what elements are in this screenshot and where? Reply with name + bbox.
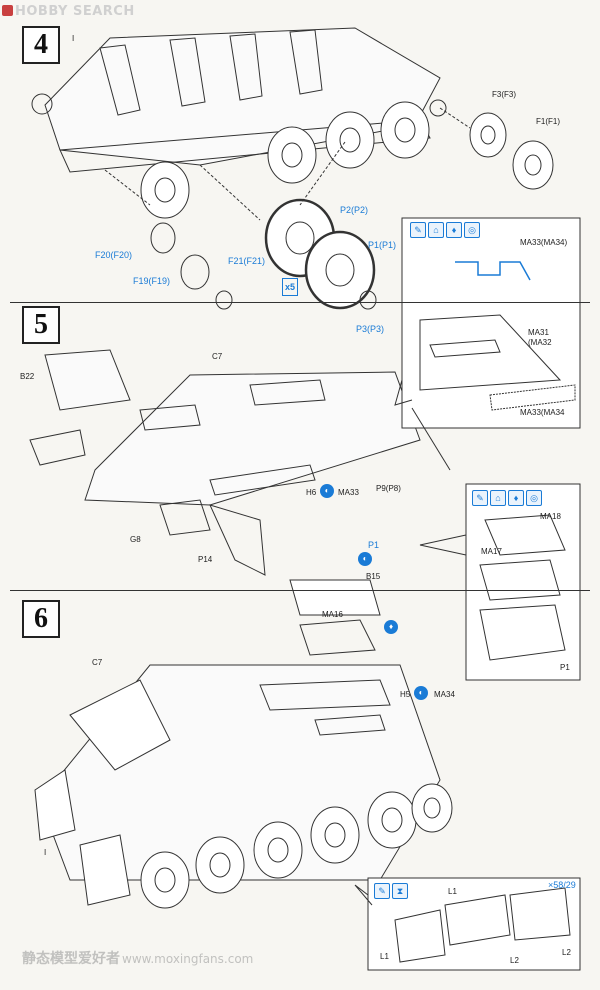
- step-separator-2: [10, 590, 590, 591]
- track-tool-icons: ✎ ⧗: [374, 883, 408, 899]
- glue-icon: ♦: [446, 222, 462, 238]
- bend-icon: ◎: [464, 222, 480, 238]
- step-number-4: 4: [22, 26, 60, 64]
- part-label-p14: P14: [198, 555, 213, 564]
- part-label-c7: C7: [212, 352, 223, 361]
- part-label-l1-left: L1: [380, 952, 389, 961]
- callout5-tool-icons: ✎ ⌂ ♦ ◎: [410, 222, 480, 238]
- watermark-top-text: HOBBY SEARCH: [15, 4, 135, 19]
- part-label-g8: G8: [130, 535, 141, 544]
- part-label-l2-bottom: L2: [510, 956, 519, 965]
- part-label-ma17: MA17: [481, 547, 502, 556]
- watermark-top: HOBBY SEARCH: [2, 4, 135, 19]
- part-label-p1: P1(P1): [368, 240, 397, 250]
- brush-icon: ✎: [374, 883, 390, 899]
- part-label-h6: H6: [306, 488, 317, 497]
- part-label-b15: B15: [366, 572, 381, 581]
- callout6-tool-icons: ✎ ⌂ ♦ ◎: [472, 490, 542, 506]
- part-label-ma16: MA16: [322, 610, 343, 619]
- part-label-ma31: MA31: [528, 328, 549, 337]
- step-number-5: 5: [22, 306, 60, 344]
- step-number-6: 6: [22, 600, 60, 638]
- brush-icon: ✎: [472, 490, 488, 506]
- cut-icon: ⌂: [490, 490, 506, 506]
- part-label-p3: P3(P3): [356, 324, 385, 334]
- bend-icon: ◎: [526, 490, 542, 506]
- part-label-f1: F1(F1): [536, 117, 560, 126]
- part-label-f3: F3(F3): [492, 90, 516, 99]
- part-label-p2: P2(P2): [340, 205, 369, 215]
- watermark-bottom-url: www.moxingfans.com: [122, 952, 254, 966]
- part-label-f19: F19(F19): [133, 276, 171, 286]
- hobby-search-logo-icon: [2, 5, 13, 16]
- photo-etch-badge-icon: ◐: [320, 484, 334, 498]
- glue-badge-icon: ♦: [384, 620, 398, 634]
- part-label-c7-step6: C7: [92, 658, 103, 667]
- part-label-b22: B22: [20, 372, 35, 381]
- quantity-multiplier-badge: x5: [282, 278, 298, 296]
- part-label-h5: H5: [400, 690, 411, 699]
- photo-etch-badge-icon: ◐: [414, 686, 428, 700]
- brush-icon: ✎: [410, 222, 426, 238]
- part-label-ma34: MA34: [434, 690, 455, 699]
- part-label-ma18: MA18: [540, 512, 561, 521]
- part-label-ma33-ma34-top: MA33(MA34): [520, 238, 568, 247]
- part-label-f21: F21(F21): [228, 256, 266, 266]
- cut-icon: ⌂: [428, 222, 444, 238]
- hull-part-label-step6: I: [44, 848, 47, 857]
- part-label-p1-callout: P1: [560, 663, 570, 672]
- part-label-p9: P9(P8): [376, 484, 401, 493]
- step-separator-1: [10, 302, 590, 303]
- watermark-bottom-cn: 静态模型爱好者: [22, 951, 120, 967]
- part-label-l2-right: L2: [562, 948, 571, 957]
- track-count-label: ×58/29: [548, 880, 576, 890]
- photo-etch-badge-icon: ◐: [358, 552, 372, 566]
- part-label-ma32: (MA32: [528, 338, 552, 347]
- part-label-ma33-ma34-bottom: MA33(MA34: [520, 408, 565, 417]
- part-label-p1-step6: P1: [368, 540, 380, 550]
- part-label-l1-top: L1: [448, 887, 457, 896]
- part-label-f20: F20(F20): [95, 250, 133, 260]
- glue-icon: ♦: [508, 490, 524, 506]
- hull-part-label: I: [72, 34, 75, 43]
- part-label-ma33: MA33: [338, 488, 359, 497]
- hourglass-icon: ⧗: [392, 883, 408, 899]
